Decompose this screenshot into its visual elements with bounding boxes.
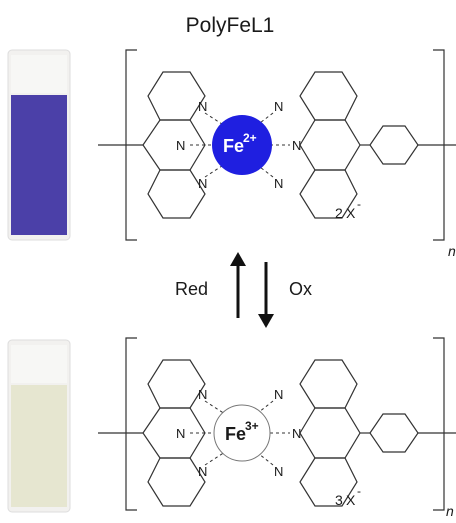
reduction-arrowhead [230,252,246,266]
svg-text:X: X [346,205,356,221]
n-label: N [198,99,207,114]
n-label: N [292,138,301,153]
n-label: N [176,426,185,441]
svg-text:X: X [346,492,356,508]
oxidation-label: Ox [289,279,312,299]
fe2-symbol: Fe [223,136,244,156]
n-label: N [274,387,283,402]
phenylene-ring [369,125,419,165]
figure-title: PolyFeL1 [185,14,275,37]
right-terpyridine-ligand [299,71,361,219]
fe2-metal-center [212,115,272,175]
svg-text:-: - [357,484,361,498]
left-terpyridine-ligand [142,71,206,219]
reduced-film-coating [11,95,67,235]
repeat-subscript: n [448,243,456,259]
counter-ions-reduced: 2 X - [335,197,361,221]
n-label: N [198,464,207,479]
fe3-charge: 3+ [245,419,259,433]
oxidized-film-top [11,345,67,383]
repeat-subscript: n [446,503,454,519]
fe3-metal-center [213,404,271,462]
phenylene-ring [369,413,419,453]
n-label: N [198,176,207,191]
counter-ions-oxidized: 3 X - [335,484,361,508]
reduction-label: Red [175,279,208,299]
n-label: N [274,99,283,114]
n-label: N [198,387,207,402]
svg-text:2: 2 [335,205,343,221]
right-bracket [433,337,445,511]
left-bracket [125,337,137,511]
oxidized-film-coating [11,385,67,507]
redox-arrows: Red Ox [175,252,312,328]
right-terpyridine-ligand [299,359,361,507]
oxidized-state-panel: n N N N N N N Fe 3+ [7,337,456,519]
n-label: N [274,464,283,479]
svg-text:3: 3 [335,492,343,508]
svg-text:-: - [357,197,361,211]
fe3-symbol: Fe [225,424,246,444]
fe2-charge: 2+ [243,131,257,145]
n-label: N [292,426,301,441]
left-terpyridine-ligand [142,359,206,507]
oxidation-arrowhead [258,314,274,328]
reduced-state-panel: n N N N N N N [7,49,456,259]
n-label: N [176,138,185,153]
reduced-film-top [11,55,67,93]
n-label: N [274,176,283,191]
